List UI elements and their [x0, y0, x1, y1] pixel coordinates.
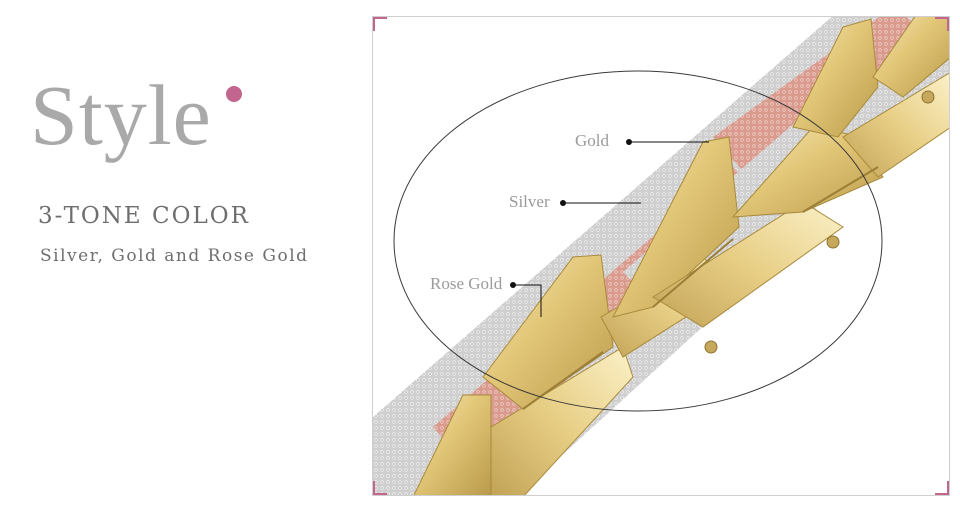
color-caption: Silver, Gold and Rose Gold	[40, 246, 309, 266]
callout-rose-gold-label: Rose Gold	[430, 274, 503, 293]
callout-gold-label: Gold	[575, 131, 609, 150]
callout-leaders	[510, 139, 709, 317]
style-heading: Style	[30, 67, 212, 163]
corner-mark	[373, 17, 387, 31]
gold-links	[413, 17, 949, 495]
product-photo: Gold Silver Rose Gold	[372, 16, 950, 496]
highlight-ellipse	[393, 70, 883, 412]
corner-mark	[935, 481, 949, 495]
bracelet-image	[373, 17, 949, 495]
corner-mark	[935, 17, 949, 31]
corner-mark	[373, 481, 387, 495]
accent-dot	[226, 86, 242, 102]
callout-silver-label: Silver	[509, 192, 550, 211]
color-subtitle: 3-TONE COLOR	[38, 203, 250, 229]
text-panel: Style 3-TONE COLOR Silver, Gold and Rose…	[0, 0, 360, 520]
